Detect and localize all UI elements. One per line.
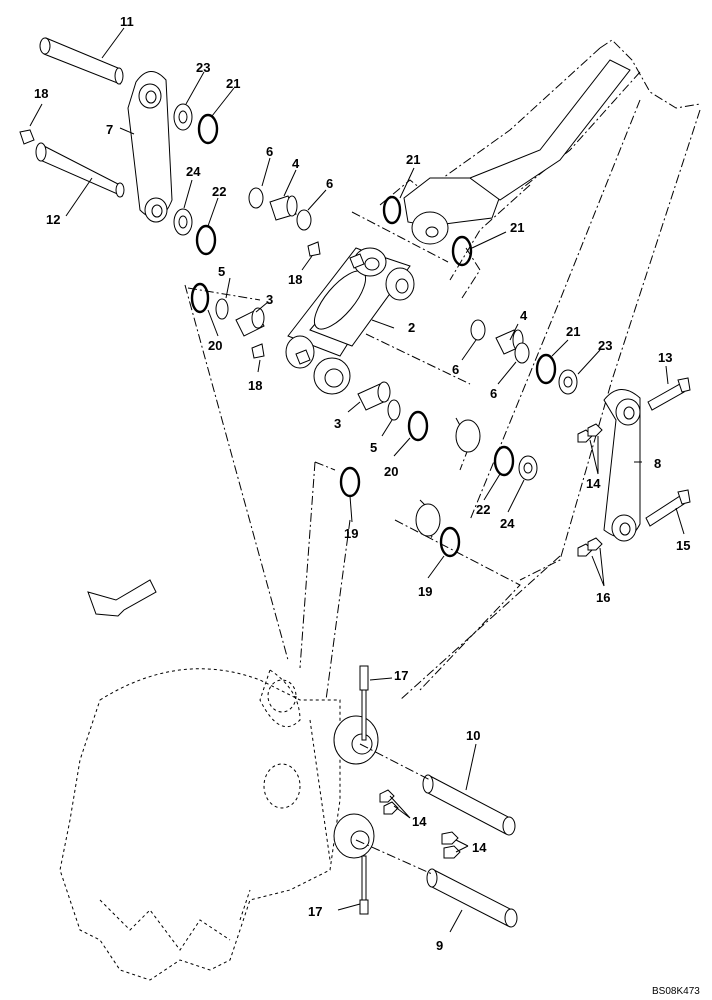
callout-4b: 4	[520, 308, 528, 323]
callout-7: 7	[106, 122, 113, 137]
rings	[173, 103, 578, 558]
callout-13: 13	[658, 350, 672, 365]
callout-22b: 22	[476, 502, 490, 517]
callout-6c: 6	[452, 362, 459, 377]
arm-cylinder	[403, 59, 631, 245]
bolt-15	[645, 489, 691, 527]
callout-17b: 17	[308, 904, 322, 919]
callout-6b: 6	[326, 176, 333, 191]
arm-outline	[184, 39, 701, 701]
callout-6: 6	[266, 144, 273, 159]
pin-10	[422, 774, 516, 836]
link-8	[603, 389, 641, 542]
callout-23b: 23	[598, 338, 612, 353]
bucket-bosses	[333, 715, 379, 859]
callout-5b: 5	[370, 440, 377, 455]
callout-18: 18	[34, 86, 48, 101]
callout-21c: 21	[510, 220, 524, 235]
link-7	[127, 71, 173, 223]
callout-9: 9	[436, 938, 443, 953]
callout-3: 3	[266, 292, 273, 307]
callout-24: 24	[186, 164, 201, 179]
callout-17: 17	[394, 668, 408, 683]
callout-19b: 19	[418, 584, 432, 599]
bucket-outline	[59, 668, 341, 981]
reference-code: BS08K473	[652, 986, 700, 997]
bolt-17-upper	[359, 665, 369, 741]
callout-4: 4	[292, 156, 300, 171]
callout-14c: 14	[472, 840, 487, 855]
callout-23: 23	[196, 60, 210, 75]
callout-5: 5	[218, 264, 225, 279]
callout-12: 12	[46, 212, 60, 227]
bolt-17-lower	[359, 855, 369, 915]
callout-14: 14	[586, 476, 601, 491]
nuts-14-bucket	[379, 789, 461, 859]
callout-2: 2	[408, 320, 415, 335]
callout-14b: 14	[412, 814, 427, 829]
direction-arrow	[87, 579, 157, 617]
callout-19: 19	[344, 526, 358, 541]
callout-15: 15	[676, 538, 690, 553]
pin-axis-lines	[355, 743, 433, 875]
callout-20: 20	[208, 338, 222, 353]
pin-12	[19, 129, 125, 198]
callout-21b: 21	[406, 152, 420, 167]
callout-3b: 3	[334, 416, 341, 431]
nuts-14-link8	[577, 423, 603, 443]
callout-8: 8	[654, 456, 661, 471]
grease-nipples-18	[251, 241, 321, 359]
callout-24b: 24	[500, 516, 515, 531]
callout-21: 21	[226, 76, 240, 91]
nuts-16-link8	[577, 537, 603, 557]
leader-lines	[29, 27, 685, 933]
pin-9	[426, 868, 518, 928]
callout-labels: 11 23 21 18 7 12 24 22 6 4 6 21 21 18 5 …	[34, 14, 700, 997]
callout-10: 10	[466, 728, 480, 743]
callout-18b: 18	[288, 272, 302, 287]
callout-16: 16	[596, 590, 610, 605]
link-2	[285, 247, 415, 395]
callout-11: 11	[120, 14, 134, 29]
callout-20b: 20	[384, 464, 398, 479]
callout-21d: 21	[566, 324, 580, 339]
pin-11	[39, 37, 124, 85]
callout-18c: 18	[248, 378, 262, 393]
callout-22: 22	[212, 184, 226, 199]
bolt-13	[647, 377, 691, 411]
callout-6d: 6	[490, 386, 497, 401]
